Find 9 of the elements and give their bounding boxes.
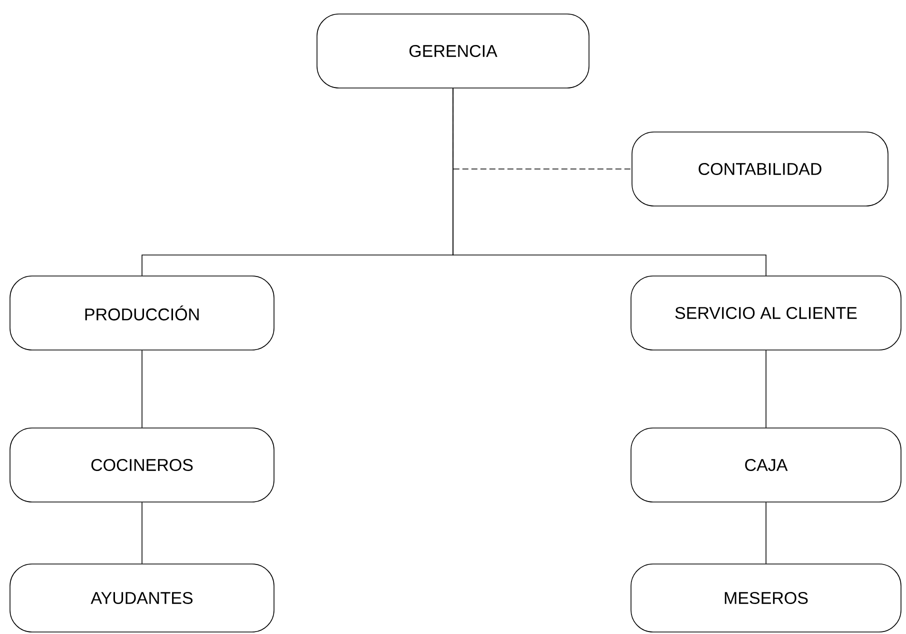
org-box: CONTABILIDAD — [632, 132, 888, 206]
org-box: COCINEROS — [10, 428, 274, 502]
org-box: SERVICIO AL CLIENTE — [630, 276, 902, 350]
connector-line — [452, 88, 766, 276]
org-box: MESEROS — [630, 564, 902, 632]
org-box: GERENCIA — [316, 14, 590, 88]
org-box: AYUDANTES — [10, 564, 274, 632]
org-box: PRODUCCIÓN — [10, 276, 274, 350]
org-box: CAJA — [630, 428, 902, 502]
